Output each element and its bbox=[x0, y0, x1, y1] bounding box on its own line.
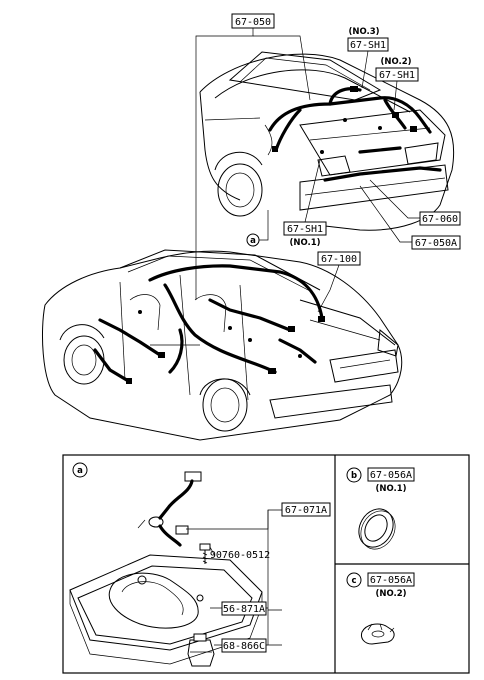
svg-text:(NO.3): (NO.3) bbox=[348, 27, 379, 37]
callout-67-sh1-no3: (NO.3) 67-SH1 bbox=[347, 27, 389, 89]
svg-text:a: a bbox=[77, 466, 83, 476]
marker-a: a bbox=[246, 210, 269, 247]
svg-text:67-SH1: 67-SH1 bbox=[287, 224, 323, 235]
svg-text:(NO.1): (NO.1) bbox=[289, 238, 320, 248]
svg-text:(NO.1): (NO.1) bbox=[375, 484, 406, 494]
svg-text:56-871A: 56-871A bbox=[223, 604, 265, 615]
callout-67-060: 67-060 bbox=[369, 179, 461, 226]
callout-67-sh1-no1: 67-SH1 (NO.1) bbox=[283, 159, 327, 248]
svg-text:67-056A: 67-056A bbox=[370, 470, 412, 481]
rear-car-illustration bbox=[199, 51, 455, 231]
svg-text:67-056A: 67-056A bbox=[370, 575, 412, 586]
svg-text:90760-0512: 90760-0512 bbox=[210, 550, 270, 561]
detail-panels bbox=[62, 454, 470, 674]
panel-a: a bbox=[69, 462, 331, 667]
callout-67-sh1-no2: (NO.2) 67-SH1 bbox=[375, 57, 419, 111]
callout-67-050a: 67-050A bbox=[359, 185, 461, 250]
grommet-no2 bbox=[361, 623, 395, 645]
svg-text:68-866C: 68-866C bbox=[223, 641, 265, 652]
main-car-illustration bbox=[41, 249, 403, 441]
svg-text:67-071A: 67-071A bbox=[285, 505, 327, 516]
svg-text:(NO.2): (NO.2) bbox=[380, 57, 411, 67]
bolt-90760-0512 bbox=[199, 543, 211, 564]
svg-text:67-060: 67-060 bbox=[422, 214, 458, 225]
grommet-no1 bbox=[358, 508, 396, 550]
panel-c: c 67-056A (NO.2) bbox=[346, 572, 415, 645]
callout-67-050: 67-050 bbox=[195, 13, 311, 300]
plug-68-866c bbox=[187, 633, 215, 667]
svg-text:(NO.2): (NO.2) bbox=[375, 589, 406, 599]
svg-text:67-050: 67-050 bbox=[235, 17, 271, 28]
svg-text:c: c bbox=[351, 576, 356, 586]
svg-text:a: a bbox=[250, 236, 256, 246]
svg-text:67-SH1: 67-SH1 bbox=[379, 70, 415, 81]
grommet-harness-67-071a bbox=[137, 471, 202, 547]
svg-text:67-050A: 67-050A bbox=[415, 238, 457, 249]
svg-text:67-100: 67-100 bbox=[321, 254, 357, 265]
svg-text:67-SH1: 67-SH1 bbox=[350, 40, 386, 51]
panel-b: b 67-056A (NO.1) bbox=[346, 467, 415, 550]
callout-67-100: 67-100 bbox=[317, 251, 361, 313]
svg-text:b: b bbox=[351, 471, 357, 481]
